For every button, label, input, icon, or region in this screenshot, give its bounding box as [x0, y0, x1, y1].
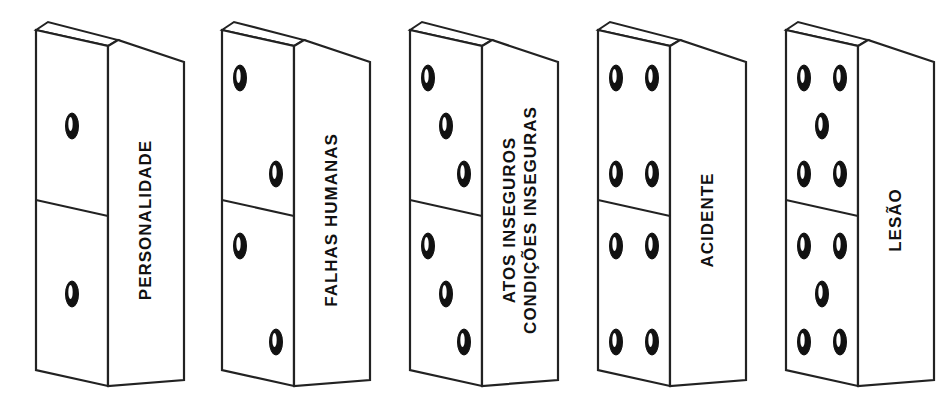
domino-divider — [598, 200, 670, 216]
domino-divider — [36, 200, 108, 216]
domino-pip — [646, 161, 659, 187]
pip-highlight — [272, 333, 276, 347]
domino-pip — [440, 113, 453, 139]
pip-highlight — [648, 333, 652, 347]
pip-highlight — [424, 69, 428, 83]
domino-label: ACIDENTE — [674, 66, 742, 374]
pip-highlight — [612, 69, 616, 83]
pip-highlight — [612, 165, 616, 179]
domino-label: FALHAS HUMANAS — [298, 66, 366, 374]
pip-highlight — [648, 237, 652, 251]
domino-side — [858, 40, 934, 386]
domino-divider — [786, 200, 858, 216]
pip-highlight — [836, 165, 840, 179]
domino-pip — [646, 329, 659, 355]
domino-pip — [234, 233, 247, 259]
domino-pip — [458, 161, 471, 187]
domino-label: ATOS INSEGUROS CONDIÇÕES INSEGURAS — [486, 66, 554, 374]
pip-highlight — [800, 237, 804, 251]
domino-pip — [834, 161, 847, 187]
domino-text: PERSONALIDADE — [135, 70, 156, 370]
pip-highlight — [612, 237, 616, 251]
pip-highlight — [800, 165, 804, 179]
domino-text: ATOS INSEGUROS CONDIÇÕES INSEGURAS — [499, 89, 542, 351]
domino-front — [222, 30, 294, 386]
pip-highlight — [800, 69, 804, 83]
pip-highlight — [460, 333, 464, 347]
domino-pip — [440, 281, 453, 307]
pip-highlight — [836, 333, 840, 347]
domino-pip — [834, 329, 847, 355]
domino-pip — [270, 329, 283, 355]
domino-pip — [610, 161, 623, 187]
domino-text: ACIDENTE — [697, 70, 718, 370]
pip-highlight — [818, 285, 822, 299]
domino-front — [36, 30, 108, 386]
domino-pip — [798, 65, 811, 91]
domino-pip — [66, 113, 79, 139]
domino-pip — [646, 233, 659, 259]
domino-text: LESÃO — [885, 70, 906, 370]
domino-label: LESÃO — [862, 66, 930, 374]
domino-pip — [422, 233, 435, 259]
domino-side — [482, 40, 558, 386]
domino-pip — [798, 161, 811, 187]
domino-pip — [798, 233, 811, 259]
pip-highlight — [818, 117, 822, 131]
domino-pip — [458, 329, 471, 355]
pip-highlight — [836, 237, 840, 251]
domino-pip — [610, 233, 623, 259]
domino-pip — [610, 329, 623, 355]
domino-pip — [270, 161, 283, 187]
domino-pip — [816, 281, 829, 307]
pip-highlight — [236, 69, 240, 83]
domino-text: FALHAS HUMANAS — [321, 70, 342, 370]
pip-highlight — [460, 165, 464, 179]
domino-pip — [816, 113, 829, 139]
pip-highlight — [68, 285, 72, 299]
domino-side — [108, 40, 184, 386]
domino-label: PERSONALIDADE — [112, 66, 180, 374]
domino-side — [294, 40, 370, 386]
pip-highlight — [836, 69, 840, 83]
domino-pip — [834, 65, 847, 91]
domino-front — [410, 30, 482, 386]
domino-pip — [610, 65, 623, 91]
pip-highlight — [442, 285, 446, 299]
pip-highlight — [442, 117, 446, 131]
domino-divider — [222, 200, 294, 216]
pip-highlight — [648, 69, 652, 83]
domino-side — [670, 40, 746, 386]
domino-divider — [410, 200, 482, 216]
domino-pip — [646, 65, 659, 91]
pip-highlight — [424, 237, 428, 251]
domino-pip — [798, 329, 811, 355]
pip-highlight — [648, 165, 652, 179]
pip-highlight — [236, 237, 240, 251]
pip-highlight — [68, 117, 72, 131]
domino-front — [786, 30, 858, 386]
domino-pip — [834, 233, 847, 259]
pip-highlight — [612, 333, 616, 347]
domino-pip — [234, 65, 247, 91]
domino-front — [598, 30, 670, 386]
domino-pip — [66, 281, 79, 307]
pip-highlight — [272, 165, 276, 179]
pip-highlight — [800, 333, 804, 347]
domino-pip — [422, 65, 435, 91]
